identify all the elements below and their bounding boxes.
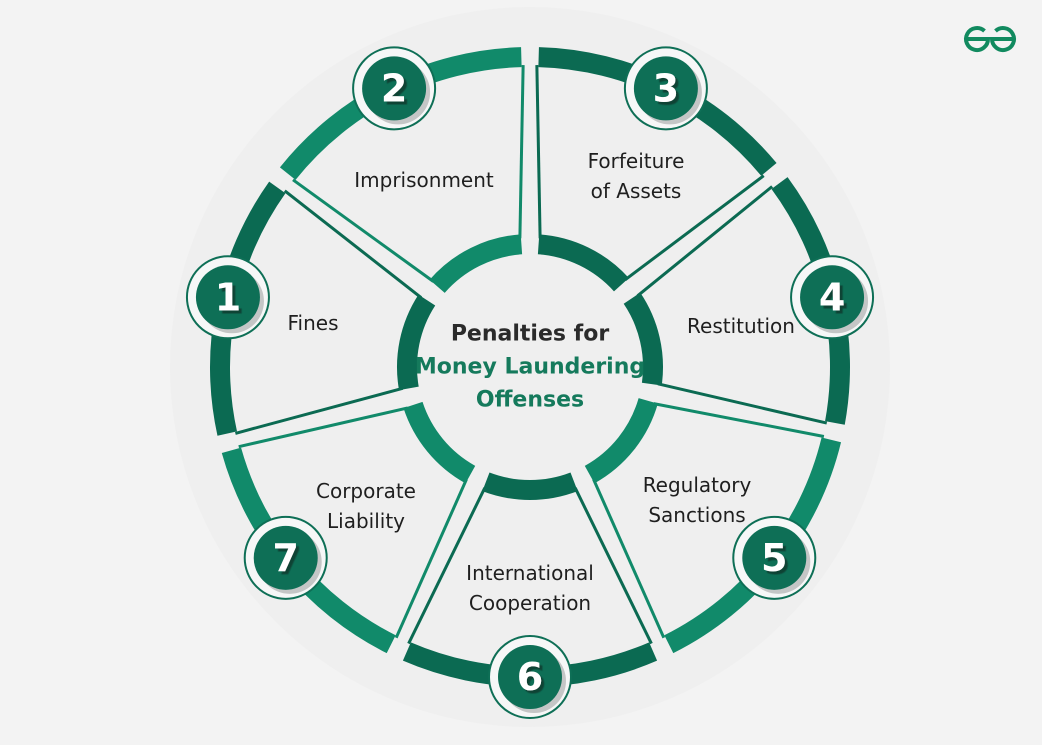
badge-7: 7 — [243, 515, 328, 600]
segment-label-1: Fines — [287, 308, 338, 338]
center-title-line1: Penalties for — [450, 321, 610, 347]
divider-line — [592, 478, 666, 639]
outer-arc — [279, 47, 522, 180]
divider-line — [653, 402, 825, 438]
center-title-line3: Offenses — [475, 387, 585, 413]
divider-line — [238, 406, 409, 449]
inner-arc — [584, 398, 658, 484]
outer-arc — [771, 177, 850, 425]
badge-5: 5 — [732, 515, 817, 600]
inner-arc — [537, 234, 629, 292]
divider-line — [283, 189, 423, 299]
badge-1: 1 — [185, 255, 270, 340]
divider-line — [636, 185, 774, 297]
divider-line — [292, 178, 435, 283]
geeksforgeeks-logo-icon — [964, 26, 1016, 53]
segment-label-line: of Assets — [590, 179, 682, 203]
badges-layer: 1 2 3 4 5 6 7 — [185, 46, 875, 719]
segment-label-line: Forfeiture — [587, 149, 685, 173]
divider-line — [234, 386, 404, 435]
segment-3 — [535, 47, 777, 292]
badge-number: 1 — [215, 275, 241, 319]
badge-number: 3 — [653, 66, 679, 110]
divider-line — [407, 487, 487, 645]
background-watermark — [170, 7, 890, 727]
center-title-line2: Money Laundering — [414, 354, 646, 380]
inner-arc — [403, 401, 476, 484]
segment-label-line: Liability — [326, 509, 405, 533]
badge-number: 7 — [272, 536, 298, 580]
divider-line — [657, 382, 828, 425]
inner-arc — [623, 292, 663, 386]
divider-line — [573, 487, 653, 645]
segment-label-line: Restitution — [687, 314, 795, 338]
badge-4: 4 — [790, 255, 875, 340]
segment-7 — [221, 401, 476, 654]
outer-arc — [210, 181, 286, 436]
segment-label-3: Forfeiture of Assets — [588, 146, 685, 206]
badge-3: 3 — [623, 46, 708, 131]
segment-label-line: Imprisonment — [354, 168, 494, 192]
segment-label-line: Regulatory — [642, 473, 752, 497]
segment-1 — [210, 181, 436, 436]
badge-2: 2 — [352, 46, 437, 131]
outer-arc — [221, 447, 396, 654]
segment-label-line: Sanctions — [648, 503, 746, 527]
badge-number: 2 — [381, 66, 407, 110]
outer-arc — [538, 47, 777, 176]
badge-number: 4 — [819, 275, 845, 319]
segment-5 — [584, 398, 842, 654]
badge-6: 6 — [488, 635, 572, 719]
outer-arc — [664, 437, 842, 654]
segment-label-line: International — [466, 561, 594, 585]
divider-line — [624, 174, 765, 282]
segment-4 — [623, 177, 850, 425]
center-title: Penalties for Money Laundering Offenses — [415, 318, 645, 417]
inner-arc — [397, 294, 436, 391]
segment-label-line: Cooperation — [468, 591, 592, 615]
segment-label-line: Corporate — [316, 479, 416, 503]
divider-line — [535, 65, 542, 239]
badge-number: 5 — [761, 536, 787, 580]
segments-layer — [210, 47, 850, 687]
inner-arc — [429, 234, 523, 293]
segment-6 — [402, 472, 658, 687]
segment-label-2: Imprisonment — [354, 165, 494, 195]
outer-arc — [402, 642, 658, 687]
segment-2 — [279, 47, 525, 293]
segment-label-line: Fines — [287, 311, 339, 335]
badge-number: 6 — [517, 655, 543, 699]
segment-label-4: Restitution — [687, 311, 795, 341]
inner-arc — [482, 472, 578, 500]
divider-line — [394, 478, 468, 639]
divider-line — [518, 65, 525, 239]
